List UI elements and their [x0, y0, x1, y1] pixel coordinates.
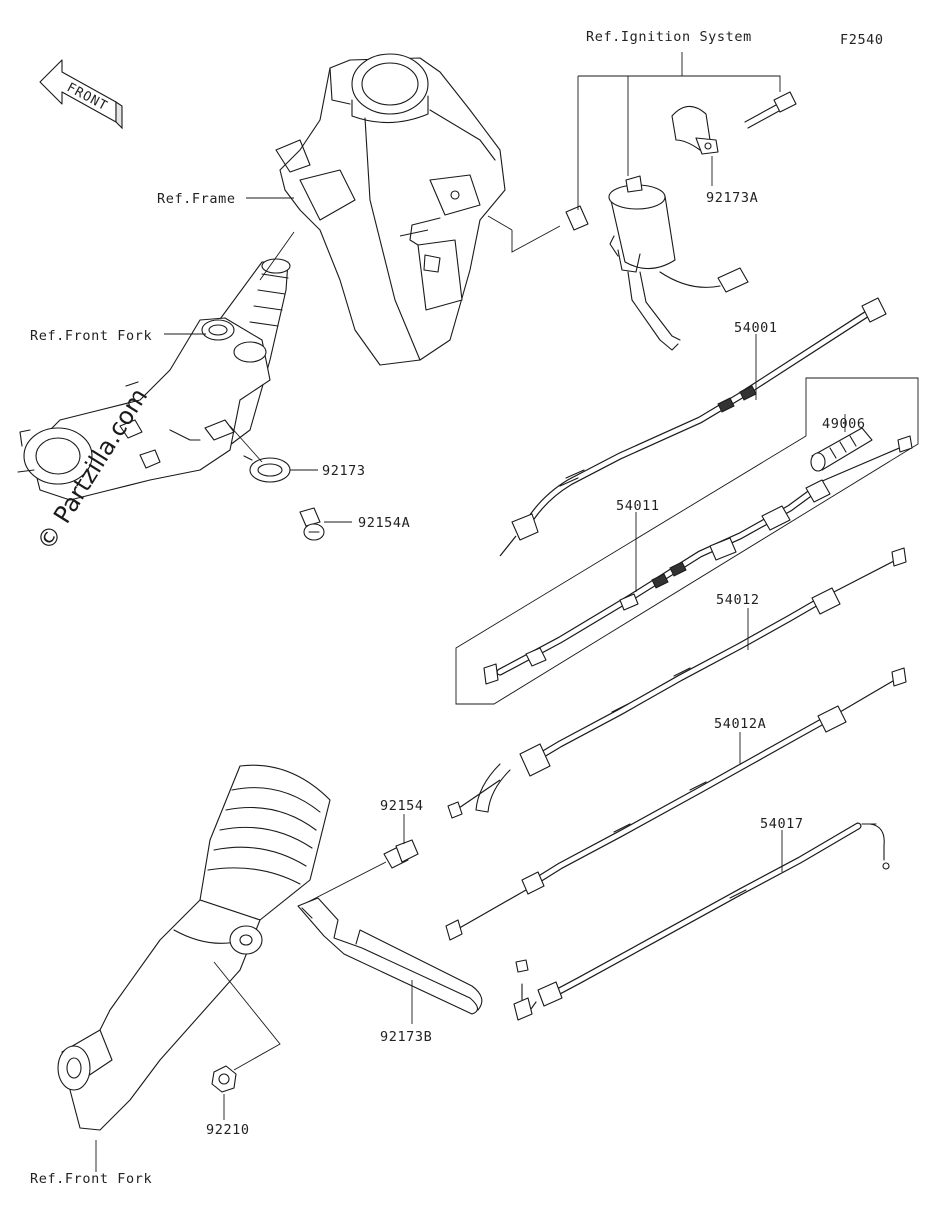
cable-54011-drawing — [483, 435, 913, 685]
part-92173A-drawing — [671, 105, 719, 155]
diagram-code: F2540 — [840, 32, 884, 48]
label-92154: 92154 — [380, 798, 424, 814]
front-arrow-icon: FRONT — [39, 59, 123, 130]
frame-drawing — [275, 53, 506, 366]
label-54012: 54012 — [716, 592, 760, 608]
ref-frame-label: Ref.Frame — [157, 191, 236, 207]
label-92173: 92173 — [322, 463, 366, 479]
cable-54012A-drawing — [445, 667, 907, 941]
ref-ignition-system-label: Ref.Ignition System — [586, 29, 752, 45]
cable-54017-drawing — [513, 822, 890, 1021]
cable-54012-drawing — [447, 547, 907, 819]
label-54012A: 54012A — [714, 716, 766, 732]
label-92210: 92210 — [206, 1122, 250, 1138]
ref-front-fork-top-label: Ref.Front Fork — [30, 328, 152, 344]
part-92210-drawing — [211, 1065, 237, 1093]
part-92173-drawing — [243, 455, 291, 483]
part-92173B-drawing — [297, 897, 483, 1015]
front-fork-drawing — [57, 764, 331, 1131]
label-49006: 49006 — [822, 416, 866, 432]
label-54011: 54011 — [616, 498, 660, 514]
label-92173A: 92173A — [706, 190, 758, 206]
part-92154-drawing — [383, 839, 419, 869]
ignition-bolt-drawing — [744, 91, 797, 129]
label-92173B: 92173B — [380, 1029, 432, 1045]
part-49006-drawing — [810, 427, 873, 472]
steering-stem-drawing — [17, 258, 291, 501]
label-54001: 54001 — [734, 320, 778, 336]
ignition-switch-drawing — [565, 175, 749, 351]
label-54017: 54017 — [760, 816, 804, 832]
label-92154A: 92154A — [358, 515, 410, 531]
group-54011-box — [455, 377, 919, 705]
ref-front-fork-bottom-label: Ref.Front Fork — [30, 1171, 152, 1187]
cable-54001-drawing — [499, 297, 887, 557]
part-92154A-drawing — [299, 507, 325, 541]
